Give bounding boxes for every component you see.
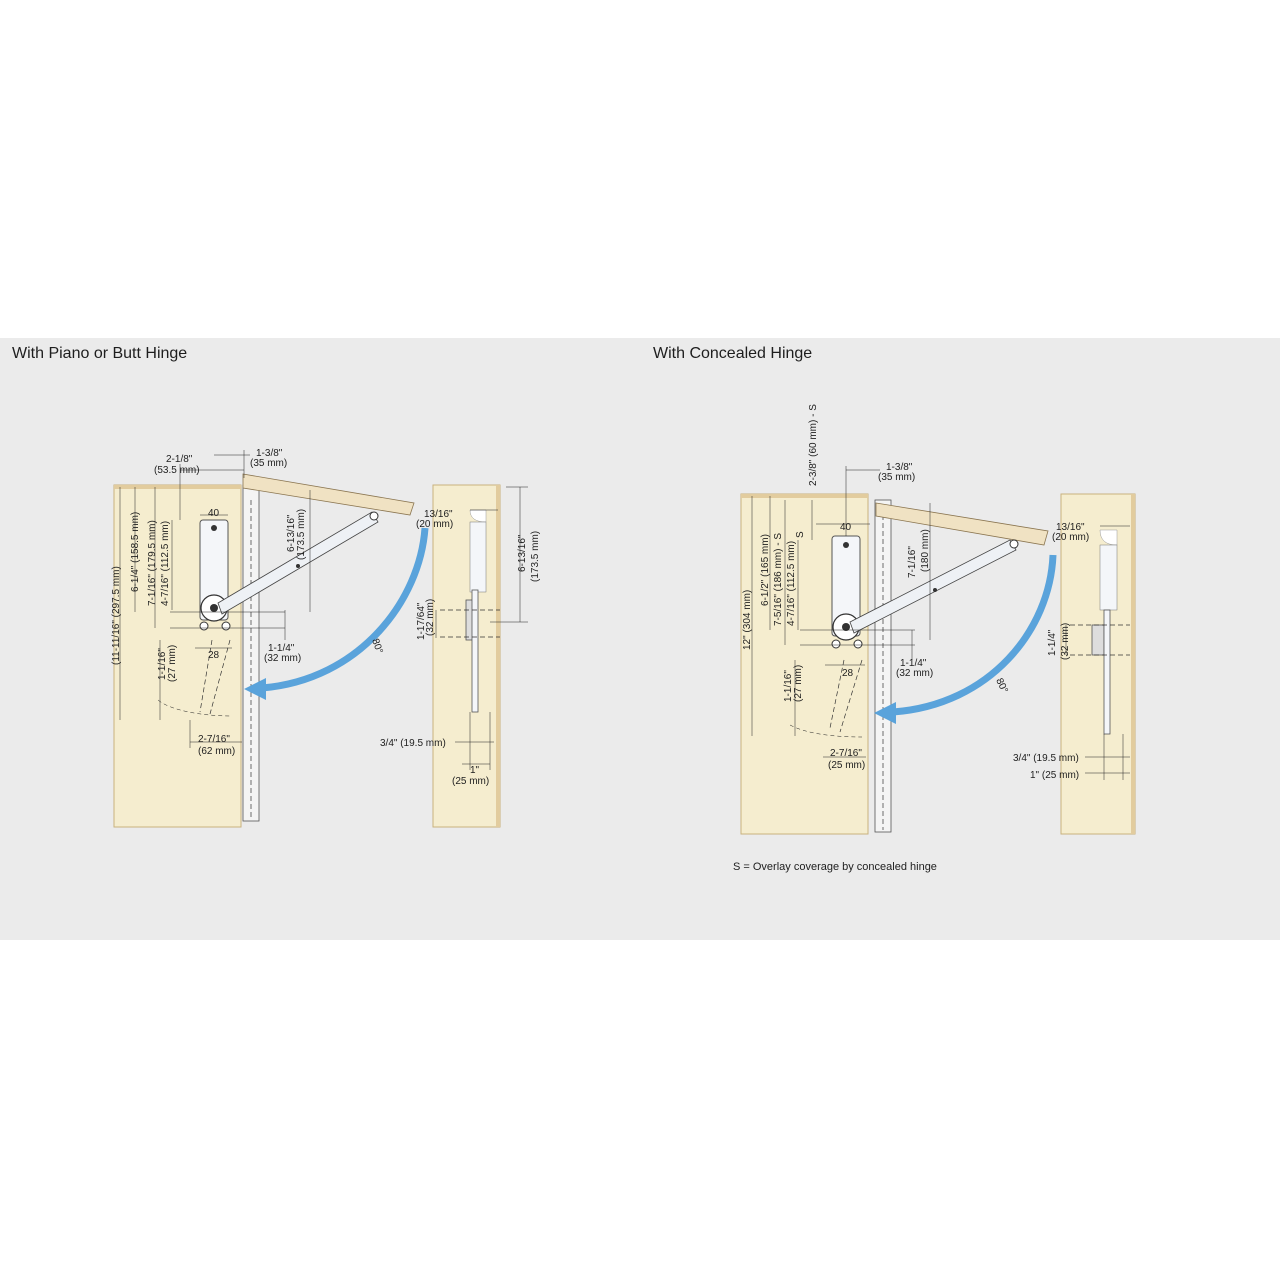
left-dim-27: (27 mm) [167,645,178,682]
left-dim-1-1-16: 1-1/16" [157,648,168,680]
left-dim-1-3-8: 1-3/8" [256,448,283,459]
right-dim-32b: (32 mm) [1060,623,1071,660]
left-panel-title: With Piano or Butt Hinge [12,345,188,362]
left-dim-173b: (173.5 mm) [530,531,541,582]
right-dim-165: 6-1/2" (165 mm) [760,534,771,606]
right-dim-32: (32 mm) [896,668,933,679]
right-dim-25: (25 mm) [828,760,865,771]
right-dim-2-7-16: 2-7/16" [830,748,862,759]
right-dim-28: 28 [842,668,854,679]
overlay-note: S = Overlay coverage by concealed hinge [733,861,937,873]
left-dim-32: (32 mm) [264,653,301,664]
right-dim-13-16: 13/16" [1056,522,1085,533]
left-dim-6-13-16b: 6-13/16" [517,534,528,572]
left-dim-6-13-16: 6-13/16" [286,514,297,552]
left-side-view-panel [432,484,501,828]
right-panel-title: With Concealed Hinge [653,345,813,362]
left-dim-179: 7-1/16" (179.5 mm) [147,520,158,606]
left-dim-53-5: (53.5 mm) [154,465,200,476]
left-angle: 80° [369,637,385,655]
right-dim-20: (20 mm) [1052,532,1089,543]
left-dim-25: (25 mm) [452,776,489,787]
left-dim-62: (62 mm) [198,746,235,757]
left-dim-158: 6-1/4" (158.5 mm) [130,512,141,592]
left-dim-112: 4-7/16" (112.5 mm) [160,521,171,606]
left-dim-1-1-4: 1-1/4" [268,643,295,654]
right-door-open [875,502,1049,546]
right-dim-304: 12" (304 mm) [742,590,753,650]
right-dim-1-3-8: 1-3/8" [886,462,913,473]
left-swing-arrow [261,527,429,692]
left-dim-28: 28 [208,650,220,661]
right-dim-112: 4-7/16" (112.5 mm) [786,541,797,626]
right-door-closed [874,499,892,833]
right-dim-27: (27 mm) [793,665,804,702]
right-dim-1-1-4: 1-1/4" [900,658,927,669]
right-dim-1-1-16: 1-1/16" [783,670,794,702]
left-dim-35: (35 mm) [250,458,287,469]
right-stay-arm [849,539,1017,634]
right-dim-60: 2-3/8" (60 mm) - S [808,404,819,486]
left-dim-13-16: 13/16" [424,509,453,520]
right-swing-arrow [892,554,1057,716]
left-diagram: 2-1/8" (53.5 mm) 1-3/8" (35 mm) 40 (11-1… [111,448,541,828]
left-dim-2-1-8: 2-1/8" [166,454,193,465]
right-dim-1: 1" (25 mm) [1030,770,1079,781]
right-dim-1-1-4b: 1-1/4" [1047,629,1058,656]
right-side-mechanism [1099,544,1118,611]
right-dim-35: (35 mm) [878,472,915,483]
right-dim-S: S [795,531,806,538]
right-diagram: 2-3/8" (60 mm) - S 1-3/8" (35 mm) S 40 1… [733,404,1136,873]
left-dim-32b: (32 mm) [425,599,436,636]
left-dim-20: (20 mm) [416,519,453,530]
left-dim-297: (11-11/16" (297.5 mm) [111,566,122,665]
left-door-open [242,473,415,516]
right-dim-7-1-16: 7-1/16" [907,546,918,578]
right-side-view-panel [1060,493,1136,835]
right-dim-186: 7-5/16" (186 mm) - S [773,533,784,626]
right-dim-180: (180 mm) [920,529,931,572]
left-stay-arm [217,511,379,615]
left-dim-3-4: 3/4" (19.5 mm) [380,738,446,749]
left-side-mechanism [469,521,487,593]
right-dim-40: 40 [840,522,852,533]
left-dim-173: (173.5 mm) [296,509,307,560]
left-dim-1-17-64: 1-17/64" [416,602,427,640]
left-dim-1: 1" [470,765,480,776]
right-angle: 80° [993,677,1009,695]
left-dim-40: 40 [208,508,220,519]
right-dim-3-4: 3/4" (19.5 mm) [1013,753,1079,764]
left-dim-2-7-16: 2-7/16" [198,734,230,745]
